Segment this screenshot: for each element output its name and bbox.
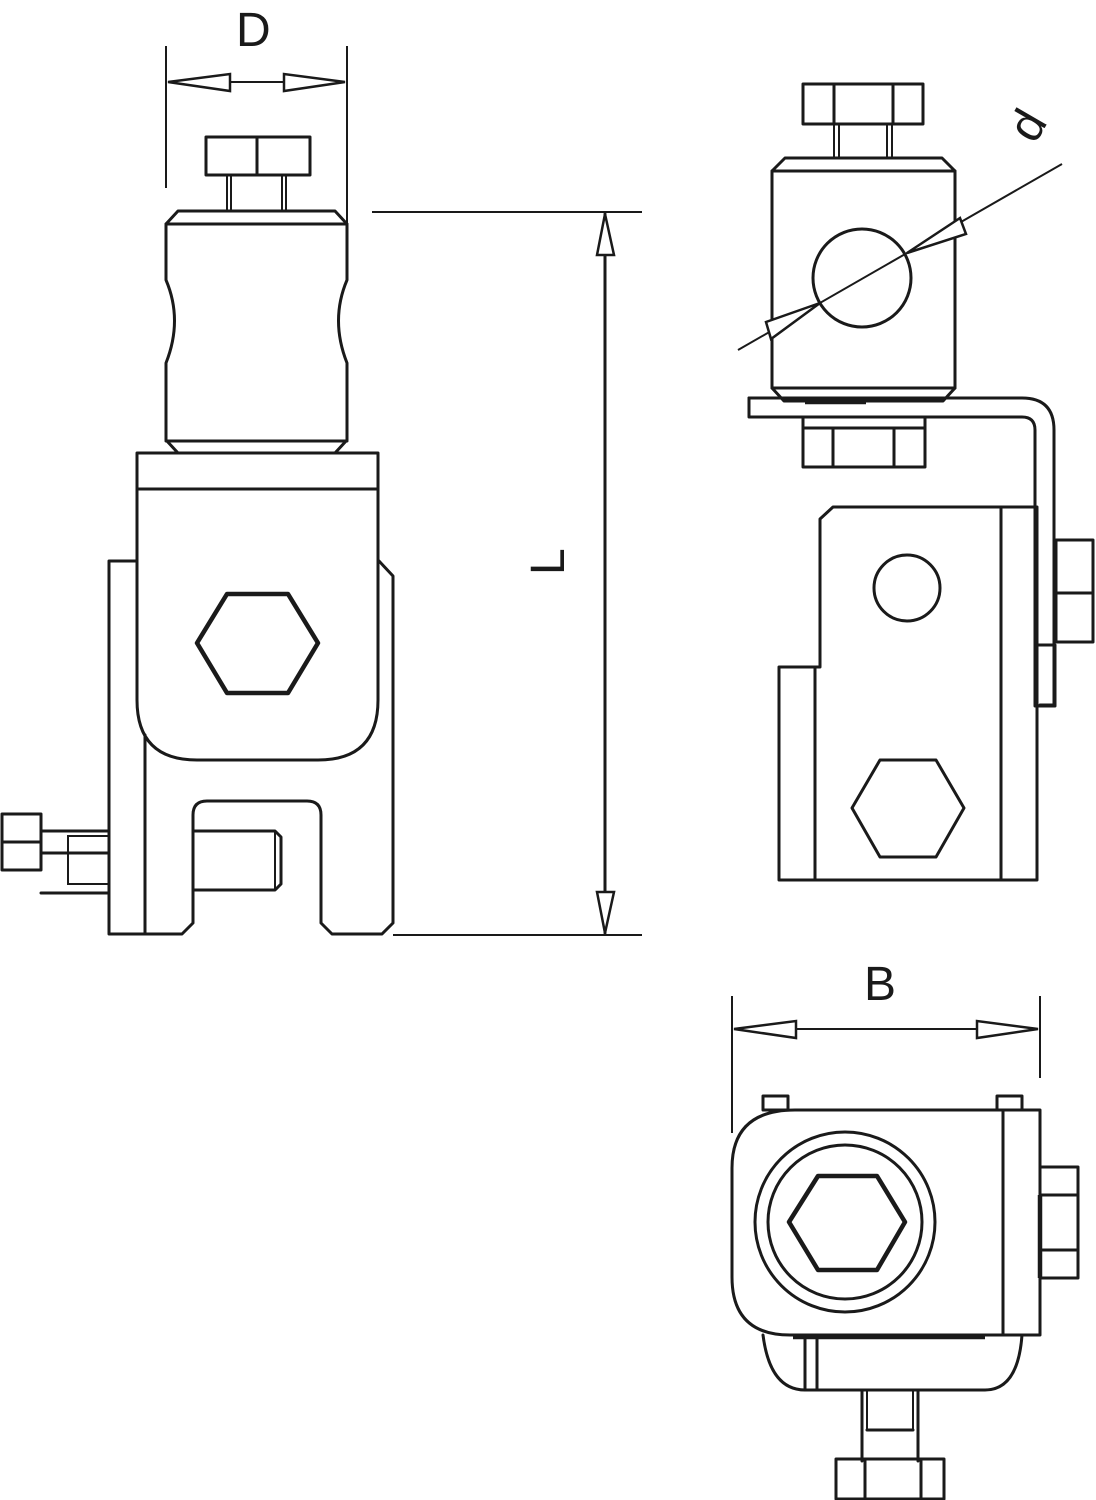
tab-left <box>761 1094 790 1112</box>
top-bolt <box>204 135 312 211</box>
hex-socket-top-icon <box>786 1173 908 1273</box>
clamp-body <box>164 209 349 455</box>
u-bracket <box>107 559 395 936</box>
side-bracket-nut <box>1052 538 1095 644</box>
hex-socket-icon <box>194 591 321 696</box>
bore-hole-icon <box>811 227 913 329</box>
top-view: B <box>730 958 1080 1500</box>
main-block <box>135 451 380 762</box>
dimension-D: D <box>165 4 348 225</box>
side-screw <box>0 812 283 895</box>
dimension-L: L <box>372 211 642 936</box>
side-view: d <box>737 82 1095 882</box>
front-view: D <box>0 4 642 936</box>
dimension-label-B: B <box>864 958 896 1011</box>
hex-nut-icon <box>850 758 966 859</box>
top-side-nut <box>1037 1165 1080 1280</box>
dimension-d: d <box>737 101 1063 351</box>
top-bottom-bolt <box>834 1388 946 1500</box>
side-top-bolt <box>801 82 925 158</box>
side-block <box>777 505 1057 882</box>
side-nut <box>801 415 927 469</box>
dimension-label-d: d <box>998 101 1057 151</box>
dimension-B: B <box>731 958 1041 1133</box>
dimension-label-D: D <box>236 4 271 57</box>
tab-right <box>995 1094 1024 1112</box>
side-clamp-body <box>770 156 957 403</box>
round-hole-icon <box>872 553 942 623</box>
top-body <box>730 1108 1042 1337</box>
bent-bracket <box>747 396 1056 707</box>
top-bracket-lip <box>761 1333 1024 1392</box>
dimension-label-L: L <box>522 548 575 575</box>
